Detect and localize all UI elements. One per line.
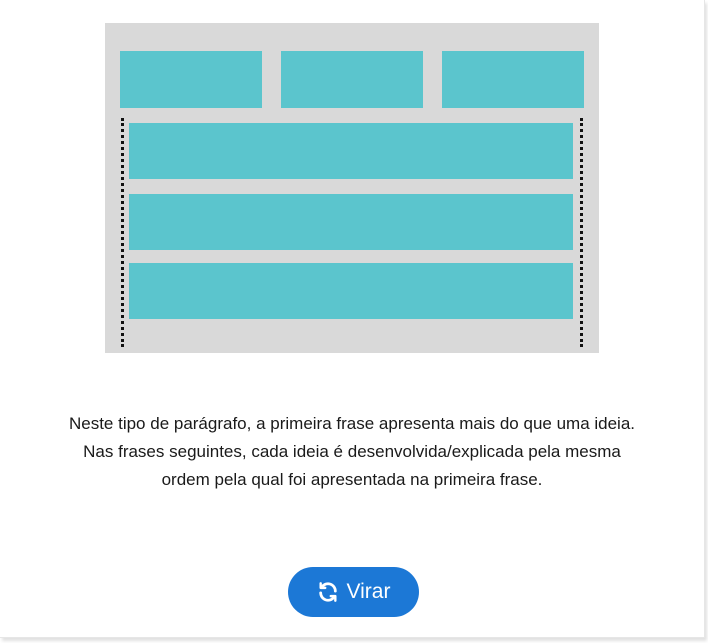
development-block-3 [129,263,573,319]
paragraph-structure-diagram [105,23,599,353]
idea-block-3 [442,51,584,108]
idea-block-2 [281,51,423,108]
development-block-2 [129,194,573,250]
flip-button-label: Virar [346,580,391,603]
dotted-line-left [121,118,124,347]
description-line-2: Nas frases seguintes, cada ideia é desen… [83,442,621,461]
refresh-icon [317,581,339,603]
paragraph-description: Neste tipo de parágrafo, a primeira fras… [30,410,674,494]
description-line-3: ordem pela qual foi apresentada na prime… [161,470,543,489]
dotted-line-right [580,118,583,347]
development-block-1 [129,123,573,179]
description-line-1: Neste tipo de parágrafo, a primeira fras… [68,414,636,433]
idea-block-1 [120,51,262,108]
flip-button[interactable]: Virar [288,567,419,617]
